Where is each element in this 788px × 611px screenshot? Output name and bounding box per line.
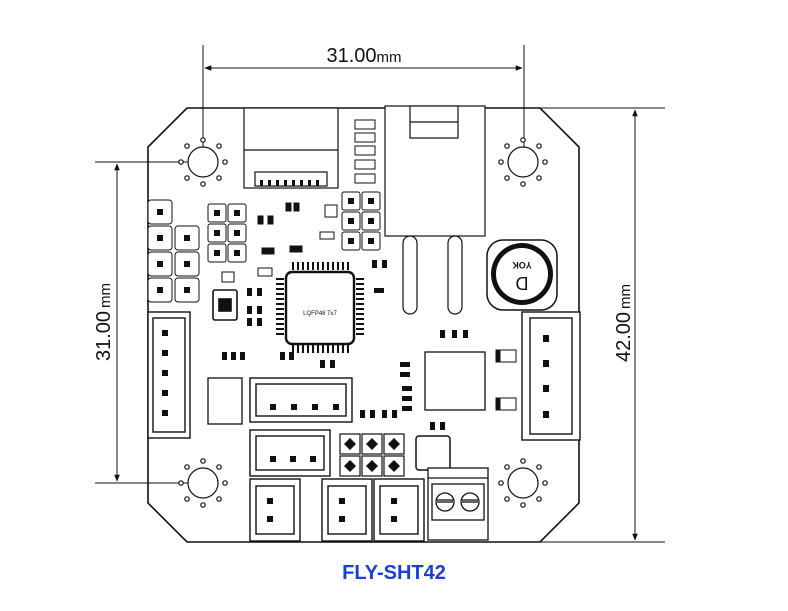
connector-bottom-3 <box>373 478 425 542</box>
jumper-grid-right <box>341 191 381 251</box>
smd-left-of-mcu <box>222 260 468 411</box>
small-ic <box>212 289 238 321</box>
terminal-block <box>427 467 489 541</box>
dimension-top <box>202 45 525 165</box>
mcu-chip: LQFP48 7x7 <box>276 262 364 353</box>
usb-connector <box>243 107 339 189</box>
mcu-body <box>284 270 356 346</box>
side-smd-right <box>495 349 517 411</box>
connector-right-4pin <box>521 311 581 441</box>
connector-bottom-2 <box>321 478 373 542</box>
dimension-right-value: 42.00 <box>613 312 635 362</box>
dimension-right-label: 42.00 mm <box>613 284 635 362</box>
capacitor-block <box>207 377 243 425</box>
dimension-right-unit: mm <box>617 284 634 309</box>
mcu-label: LQFP48 7x7 <box>303 311 337 317</box>
buzzer-logo: D <box>516 273 529 293</box>
connector-middle-4pin <box>249 377 353 423</box>
mounting-hole-top-right <box>498 137 548 187</box>
buzzer-label: YOK <box>512 260 532 270</box>
dimension-right <box>540 107 665 543</box>
power-inductor <box>424 351 486 411</box>
product-name: FLY-SHT42 <box>342 562 446 584</box>
jumper-grid-diamond <box>339 433 405 477</box>
mounting-hole-bottom-left <box>178 458 228 508</box>
connector-middle-3pin <box>249 429 331 477</box>
dimension-top-value: 31.00 <box>326 45 376 67</box>
jumper-block-left <box>147 199 200 303</box>
mcu-pins <box>276 262 364 353</box>
dimension-left-value: 31.00 <box>93 311 115 361</box>
dimension-left-unit: mm <box>97 283 114 308</box>
dimension-top-unit: mm <box>377 49 402 66</box>
mounting-hole-top-left <box>178 137 228 187</box>
smd-bottom-middle <box>360 410 445 430</box>
buzzer: YOK D <box>486 239 558 311</box>
dimension-left-label: 31.00 mm <box>93 283 115 361</box>
jumper-grid-center <box>207 203 247 263</box>
smd-top-group <box>221 119 376 283</box>
connector-left-6pin <box>147 311 191 439</box>
top-center-connector <box>384 105 486 315</box>
sensor-ic <box>415 435 451 471</box>
dimension-top-label: 31.00mm <box>326 45 401 67</box>
mounting-hole-bottom-right <box>498 458 548 508</box>
connector-bottom-1 <box>249 478 301 542</box>
